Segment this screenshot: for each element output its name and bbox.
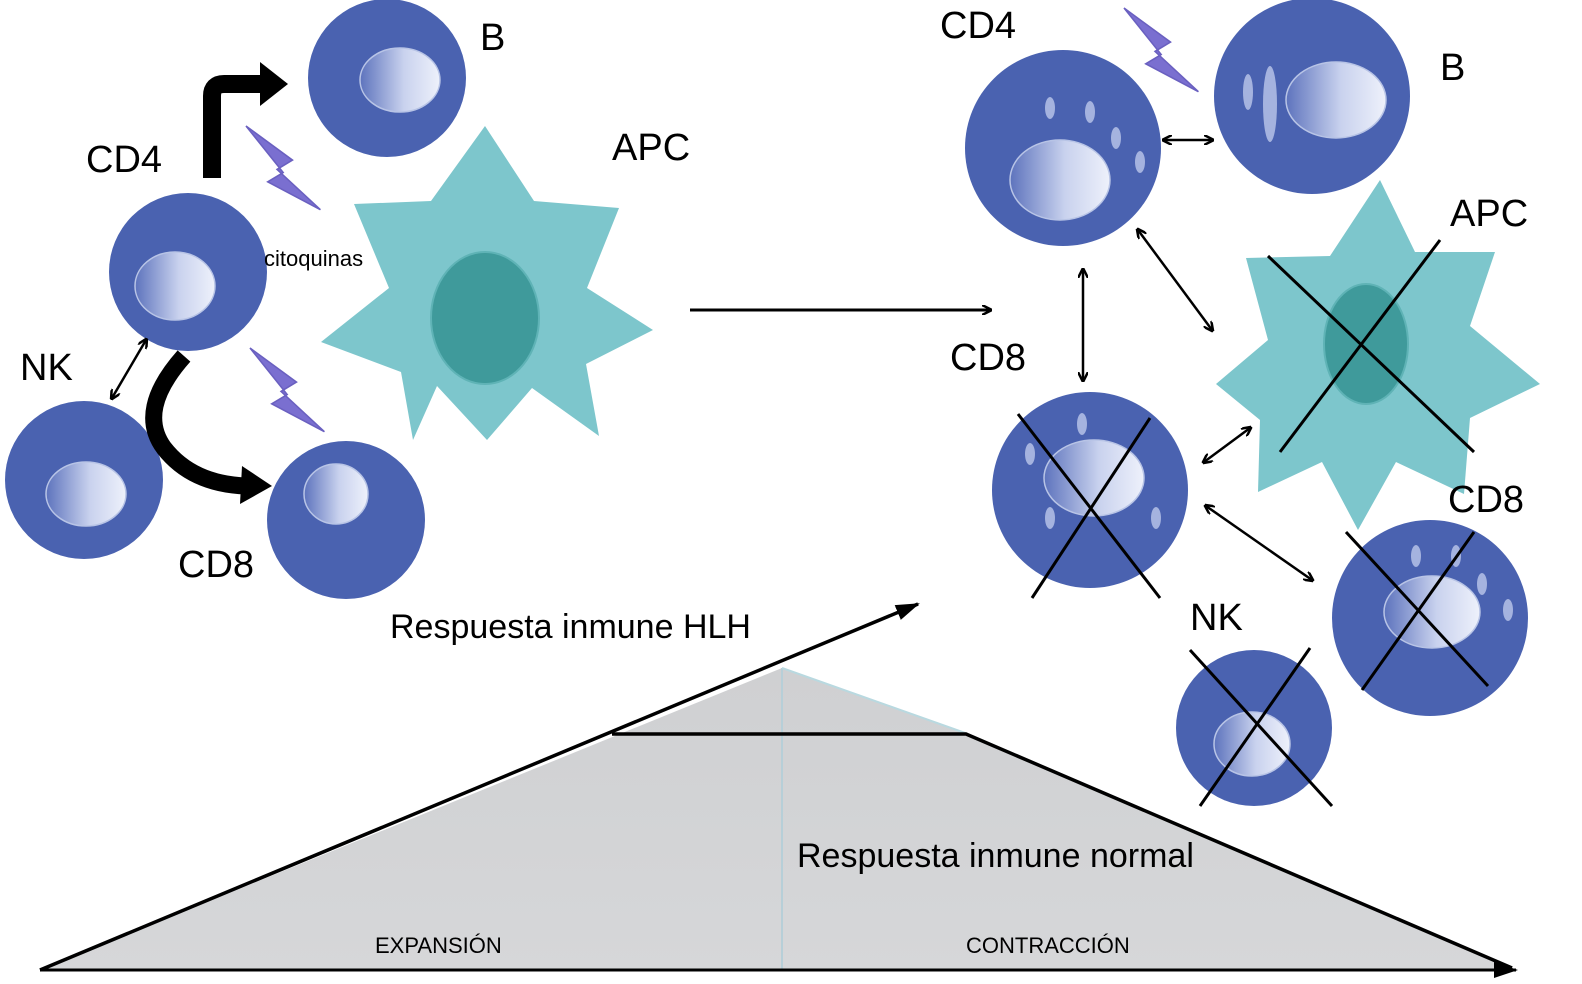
cd8-cell-far-right — [1332, 520, 1528, 716]
apc-label-right: APC — [1450, 193, 1528, 235]
cd4-to-b-arrow — [203, 75, 262, 178]
cd4-label-left: CD4 — [86, 139, 162, 181]
cd4-label-right: CD4 — [940, 5, 1016, 47]
b-label-right: B — [1440, 47, 1465, 89]
cd4-to-cd8-arrow — [145, 350, 247, 495]
hlh-response-label: Respuesta inmune HLH — [390, 608, 751, 646]
nk-cd4-double-arrow — [112, 340, 146, 398]
cd8-label-center-right: CD8 — [950, 337, 1026, 379]
normal-response-label: Respuesta inmune normal — [797, 837, 1194, 875]
nk-label-left: NK — [20, 347, 73, 389]
cd4-to-b-arrowhead — [260, 62, 288, 106]
cd8-label-far-right: CD8 — [1448, 479, 1524, 521]
lightning-bolt-icon — [245, 125, 322, 211]
b-label-left: B — [480, 17, 505, 59]
lightning-bolt-icon — [1123, 7, 1200, 93]
cd4-to-cd8-arrowhead — [240, 466, 272, 504]
nk-label-right: NK — [1190, 597, 1243, 639]
cd8-cell-center-right — [992, 392, 1188, 599]
peak-edge-highlight — [781, 667, 969, 735]
hlh-response-arrow — [39, 602, 920, 972]
response-graph: EXPANSIÓN CONTRACCIÓN Respuesta inmune n… — [39, 602, 1518, 978]
cd8-cell-left — [267, 441, 425, 599]
b-cell-left — [308, 0, 466, 157]
apc-label-left: APC — [612, 127, 690, 169]
phase-contraction-label: CONTRACCIÓN — [966, 933, 1130, 958]
citoquinas-label: citoquinas — [264, 246, 363, 271]
phase-expansion-label: EXPANSIÓN — [375, 933, 502, 958]
cd8-label-left: CD8 — [178, 544, 254, 586]
right-panel: APC CD4 B — [940, 0, 1540, 808]
cd4-cell-right — [965, 50, 1161, 246]
apc-cell-left — [321, 126, 653, 440]
cd4-apc-double-arrow — [1138, 230, 1212, 330]
b-cell-right — [1214, 0, 1410, 194]
nk-cell-left — [5, 401, 163, 559]
lightning-bolt-icon — [249, 347, 326, 433]
normal-response-area — [40, 668, 1512, 970]
left-panel: APC B CD4 citoquinas NK — [5, 0, 690, 599]
apc-cell-right — [1216, 180, 1540, 530]
apc-nucleus — [430, 251, 540, 385]
cd8-apc-double-arrow — [1204, 428, 1250, 462]
cd8-cd8-double-arrow — [1206, 506, 1312, 580]
cd4-cell-left — [109, 193, 267, 351]
normal-response-curve — [612, 732, 1513, 970]
nk-cell-right — [1176, 647, 1334, 808]
